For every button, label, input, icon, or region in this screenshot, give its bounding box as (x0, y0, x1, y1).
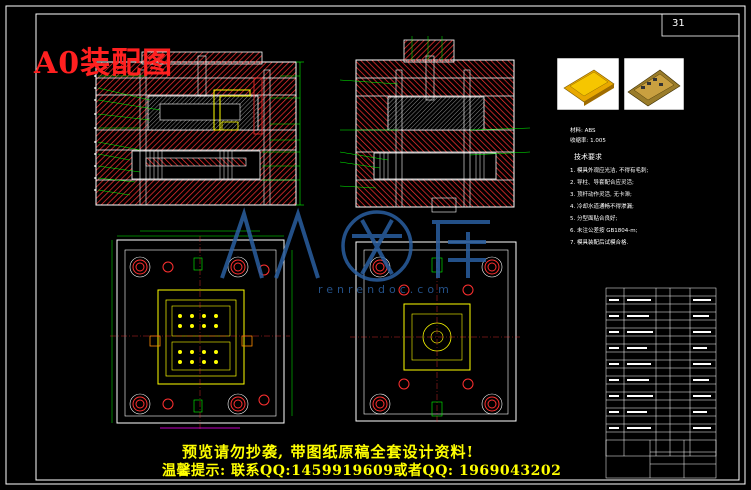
outer-border (5, 5, 746, 485)
watermark-text: renrendoc.com (318, 283, 453, 296)
bom-table (605, 287, 717, 457)
title-block-corner (661, 13, 740, 37)
title-block (605, 439, 717, 479)
section-view-left (94, 51, 304, 206)
notes-shrink: 收缩率: 1.005 (570, 138, 606, 144)
note-line: 5. 分型面贴合良好; (570, 216, 618, 222)
plan-view-left (110, 230, 293, 430)
notes-heading: 技术要求 (574, 153, 602, 161)
bom-text-marks (609, 299, 711, 429)
note-line: 7. 模具装配后试模合格. (570, 240, 629, 246)
sheet-number: 31 (672, 18, 685, 29)
section-view-right (339, 36, 531, 213)
footer-warning: 预览请勿抄袭, 带图纸原稿全套设计资料! (182, 443, 475, 461)
note-line: 4. 冷却水道通畅不得渗漏; (570, 204, 634, 210)
note-line: 1. 模具外观应光洁, 不得有毛刺; (570, 168, 649, 174)
plan-view-right (350, 240, 520, 424)
watermark-logo (220, 207, 490, 282)
footer-contact: 温馨提示: 联系QQ:1459919609或者QQ: 1969043202 (162, 463, 562, 479)
product-3d-views (556, 57, 685, 111)
notes-material: 材料: ABS (570, 128, 596, 134)
note-line: 2. 导柱、导套配合应灵活; (570, 180, 634, 186)
note-line: 3. 顶杆动作灵活, 无卡滞; (570, 192, 632, 198)
note-line: 6. 未注公差按 GB1804-m; (570, 228, 638, 234)
sheet-title: A0装配图 (34, 46, 174, 81)
inner-border (35, 13, 740, 481)
